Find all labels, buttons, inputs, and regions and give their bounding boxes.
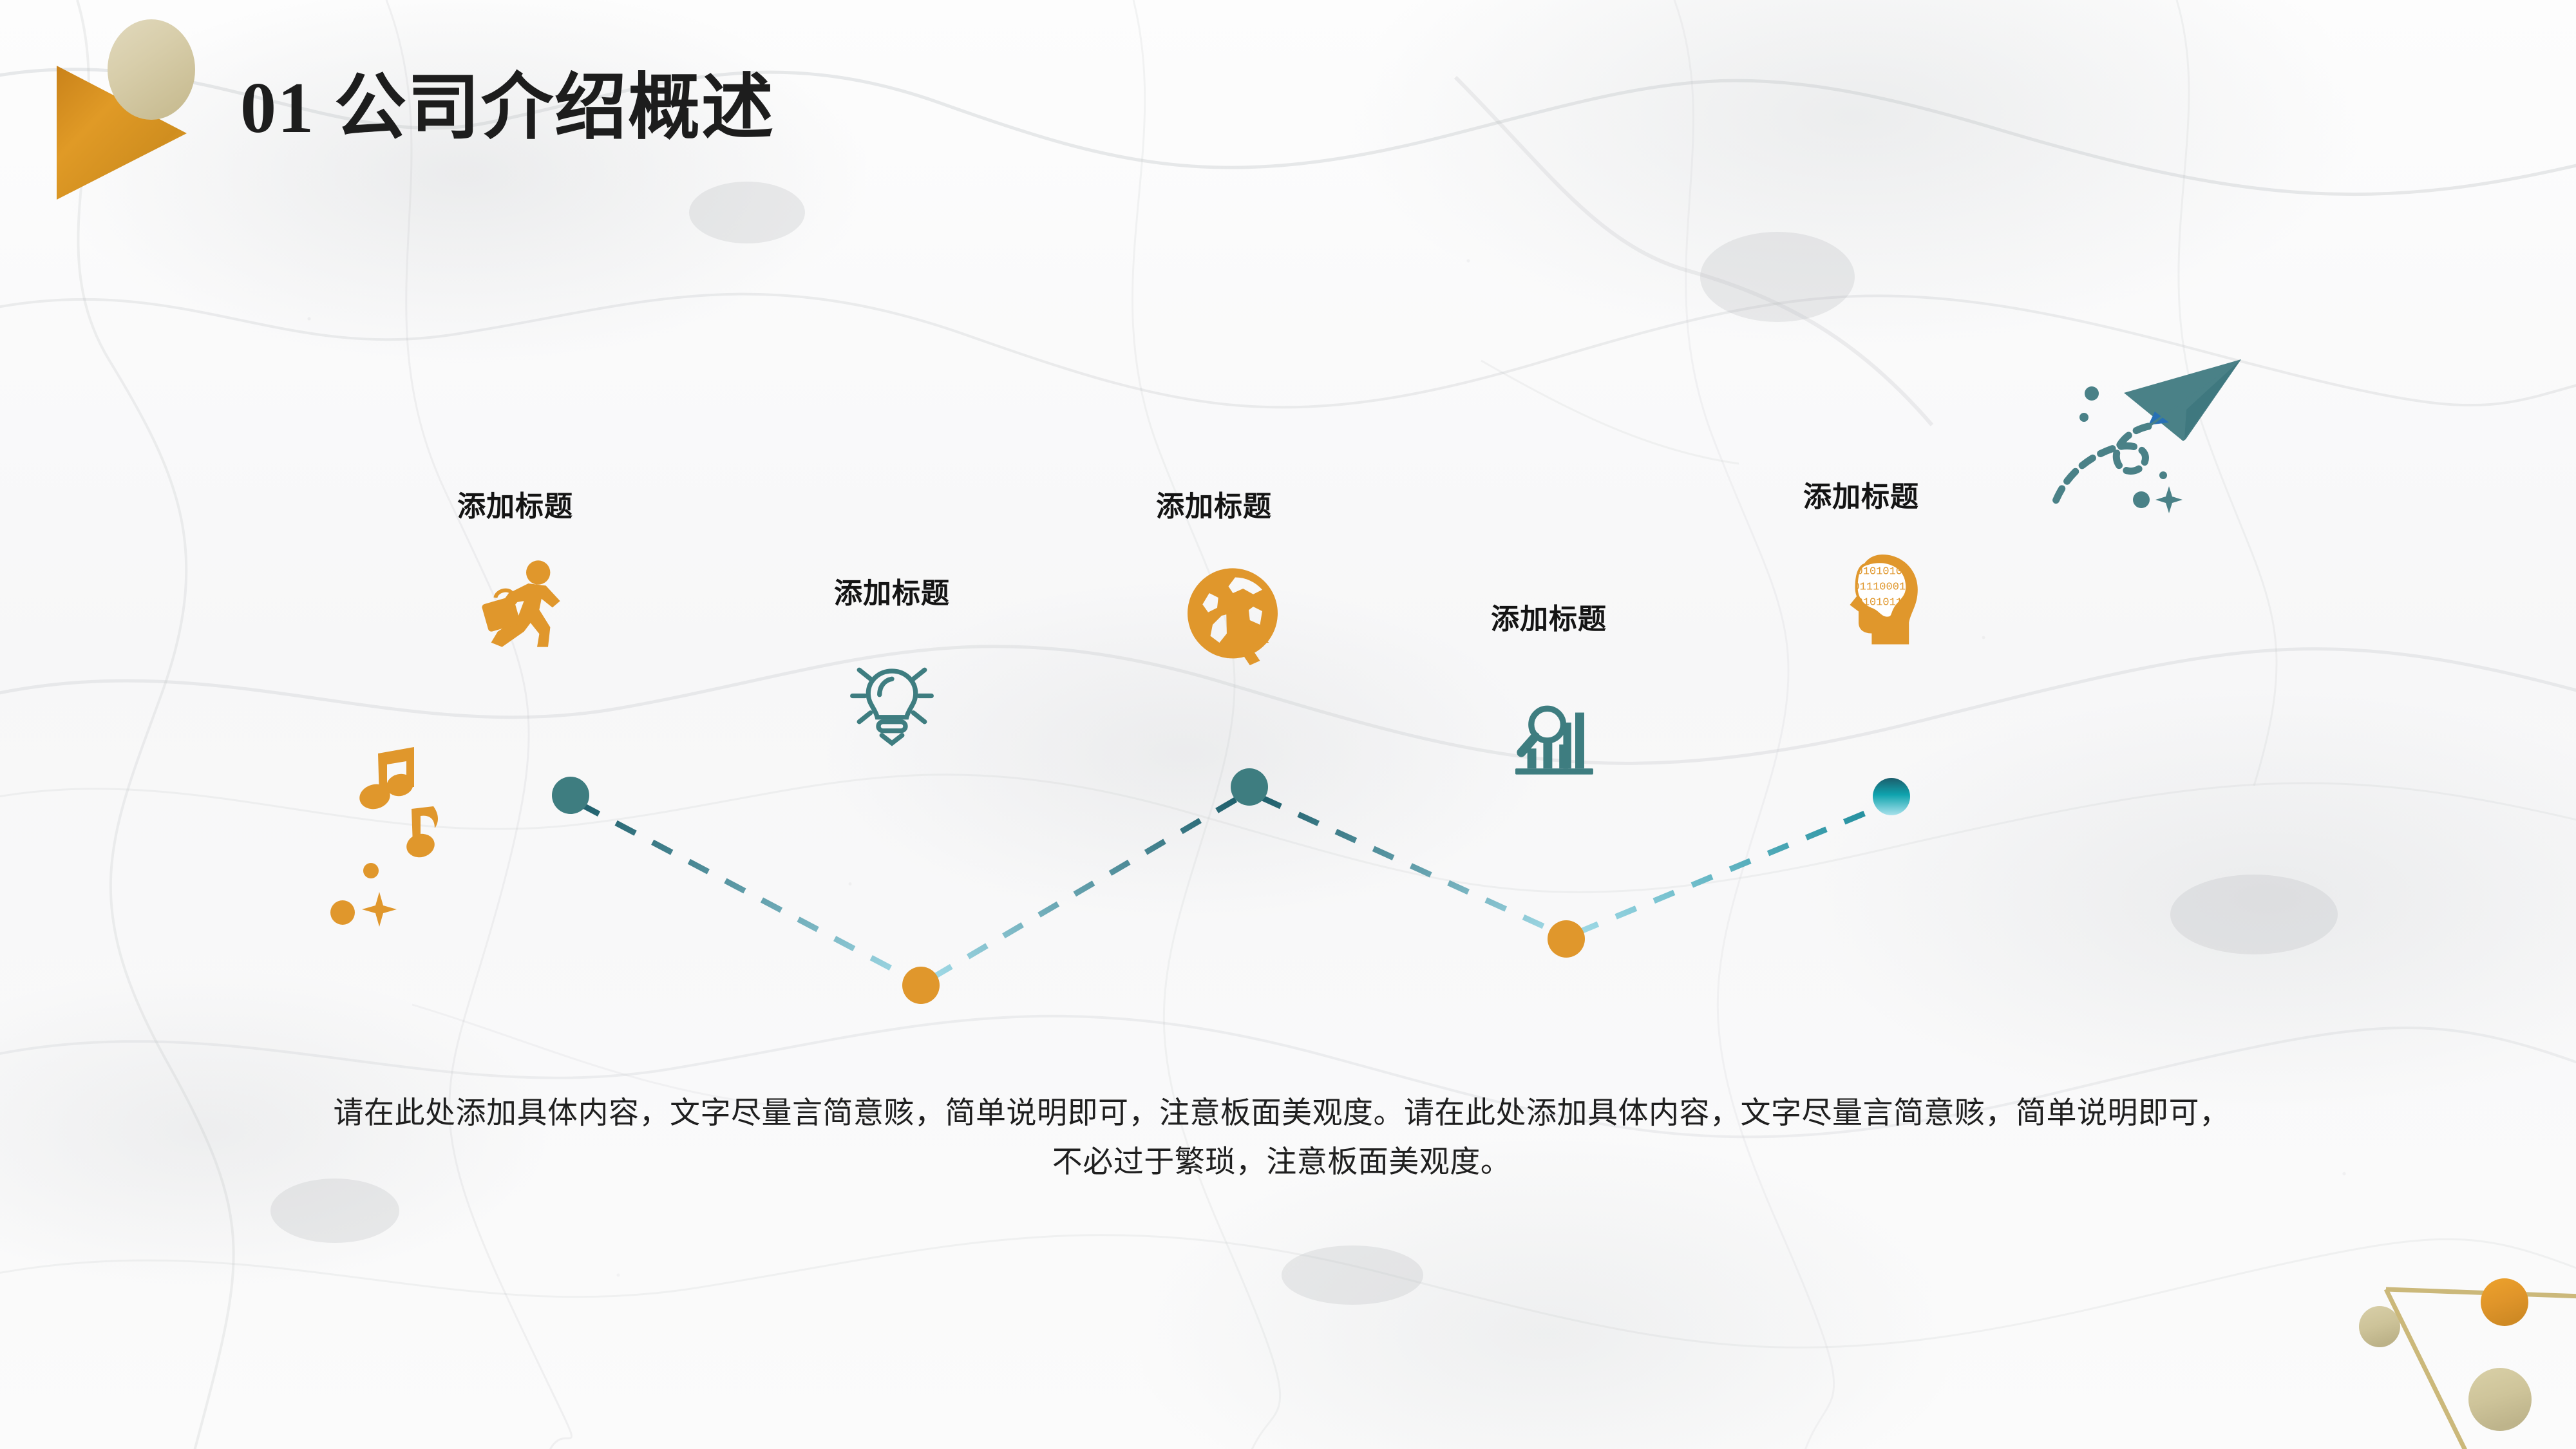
timeline-dot-4[interactable] xyxy=(1548,920,1585,958)
chart-magnifier-icon xyxy=(1515,705,1593,775)
node-label-3: 添加标题 xyxy=(1156,491,1272,522)
body-paragraph: 请在此处添加具体内容，文字尽量言简意赅，简单说明即可，注意板面美观度。请在此处添… xyxy=(333,1095,2230,1179)
timeline-dot-3[interactable] xyxy=(1231,768,1268,806)
timeline-dot-2[interactable] xyxy=(902,967,940,1004)
node-label-4: 添加标题 xyxy=(1491,603,1607,635)
gold-triangle-outline-decoration xyxy=(2359,1278,2576,1449)
sparkle-icon xyxy=(362,892,397,927)
music-notes-icon xyxy=(330,747,438,927)
node-label-5: 添加标题 xyxy=(1803,481,1919,513)
brain-binary-line-2: 011100010 xyxy=(1853,582,1912,594)
running-person-with-briefcase-icon xyxy=(482,560,560,647)
corner-decoration-group xyxy=(57,19,195,200)
node-label-1: 添加标题 xyxy=(457,491,573,522)
orange-triangle-decoration xyxy=(57,66,187,200)
head-binary-brain-icon: 01010101 011100010 01010111 xyxy=(1850,554,1918,645)
sparkle-icon xyxy=(2155,486,2183,513)
globe-cursor-icon xyxy=(1187,568,1278,665)
timeline-dot-5[interactable] xyxy=(1873,778,1910,815)
khaki-sphere-decoration xyxy=(108,19,195,120)
paper-plane-icon xyxy=(2052,359,2241,513)
page-title: 01 公司介绍概述 xyxy=(240,68,775,148)
brain-binary-line-1: 01010101 xyxy=(1857,566,1909,578)
node-label-2: 添加标题 xyxy=(834,578,950,609)
timeline-dot-1[interactable] xyxy=(552,777,589,814)
brain-binary-line-3: 01010111 xyxy=(1857,596,1909,609)
lightbulb-icon xyxy=(850,667,934,746)
